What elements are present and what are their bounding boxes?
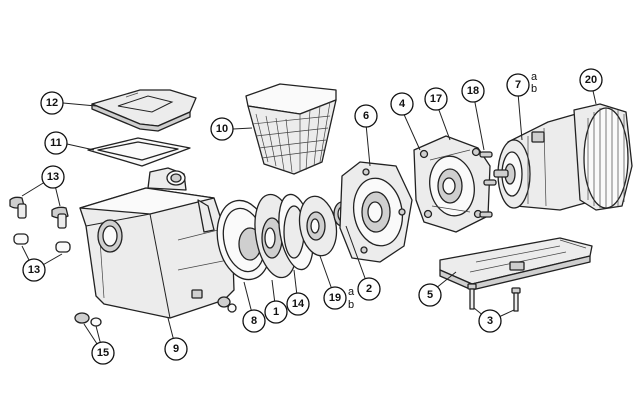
callout-4-label: 4 (399, 98, 406, 110)
motor-support-base (439, 237, 593, 291)
drain-knob-assembly (9, 196, 71, 253)
callout-18: 18 (461, 79, 485, 103)
callout-11-label: 11 (50, 137, 62, 149)
base-screws (467, 283, 521, 312)
callout-19: 19 a b (323, 286, 355, 311)
motor-adaptor (413, 135, 491, 233)
callout-18-label: 18 (467, 85, 479, 97)
callout-13-top: 13 (41, 165, 65, 189)
callout-1-label: 1 (273, 306, 279, 318)
callout-20-label: 20 (585, 74, 597, 86)
callout-5: 5 (418, 283, 442, 307)
callout-19-sub-a: a (348, 286, 355, 298)
callout-15-label: 15 (97, 347, 109, 359)
impeller (298, 195, 338, 257)
callout-3-label: 3 (487, 315, 493, 327)
callout-14: 14 (286, 292, 310, 316)
callout-7: 7 a b (506, 71, 538, 97)
callout-19-label: 19 (329, 292, 341, 304)
seal-plate (339, 161, 413, 263)
callout-2: 2 (357, 277, 381, 301)
strainer-basket (245, 83, 337, 175)
callout-13-bottom: 13 (22, 258, 46, 282)
callout-19-sub-b: b (348, 299, 354, 311)
callout-13-top-label: 13 (47, 171, 59, 183)
callout-10-label: 10 (216, 123, 228, 135)
callout-15: 15 (91, 341, 115, 365)
callout-8: 8 (242, 309, 266, 333)
strainer-cover-lid (91, 89, 197, 132)
callout-11: 11 (44, 131, 68, 155)
callout-9: 9 (164, 337, 188, 361)
callout-3: 3 (478, 309, 502, 333)
motor (493, 109, 597, 211)
motor-fan-cover (573, 103, 633, 211)
callout-2-label: 2 (366, 283, 372, 295)
callout-4: 4 (390, 92, 414, 116)
drain-plugs (74, 296, 237, 327)
callout-8-label: 8 (251, 315, 257, 327)
callout-10: 10 (210, 117, 234, 141)
callout-1: 1 (264, 300, 288, 324)
callout-6-label: 6 (363, 110, 369, 122)
callout-12-label: 12 (46, 97, 58, 109)
callout-14-label: 14 (292, 298, 305, 310)
callout-17-label: 17 (430, 93, 442, 105)
callout-12: 12 (40, 91, 64, 115)
callout-7-sub-a: a (531, 71, 538, 83)
pump-housing (79, 167, 235, 319)
adaptor-bolts (479, 151, 497, 218)
callout-20: 20 (579, 68, 603, 92)
callout-9-label: 9 (173, 343, 179, 355)
callout-5-label: 5 (427, 289, 433, 301)
lid-gasket (87, 137, 191, 167)
callout-7-sub-b: b (531, 83, 537, 95)
callout-7-label: 7 (515, 79, 521, 91)
callout-17: 17 (424, 87, 448, 111)
callout-13-bottom-label: 13 (28, 264, 40, 276)
callout-6: 6 (354, 104, 378, 128)
